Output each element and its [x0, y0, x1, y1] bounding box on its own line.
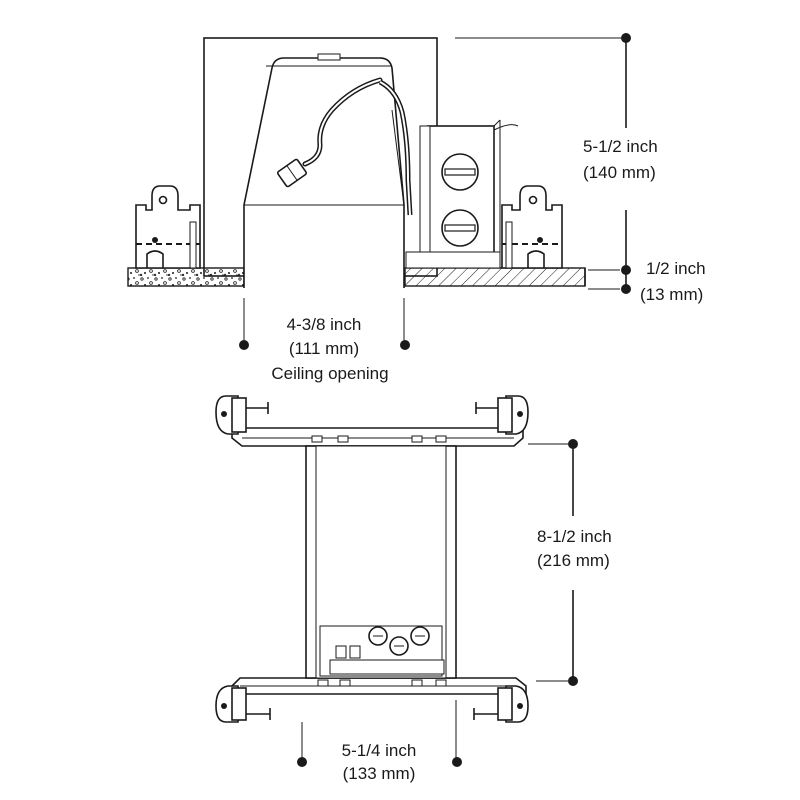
left-mounting-bracket [135, 185, 201, 269]
length-dim-line2: (216 mm) [537, 551, 610, 570]
width-dim-line2: (133 mm) [343, 764, 416, 783]
right-mounting-bracket [501, 185, 563, 269]
length-dimension: 8-1/2 inch (216 mm) [528, 439, 612, 686]
junction-box [405, 119, 519, 269]
ceiling-dim-line2: (13 mm) [640, 285, 703, 304]
knockout-screw-icon [368, 626, 388, 646]
knockout-screw-icon [441, 209, 479, 247]
opening-dim-caption: Ceiling opening [271, 364, 388, 383]
height-dimension: 5-1/2 inch (140 mm) [455, 33, 658, 275]
wire-connector-icon [276, 158, 308, 188]
length-dim-line1: 8-1/2 inch [537, 527, 612, 546]
terminal-block-icon [335, 645, 361, 659]
bottom-mounting-bar [231, 677, 527, 695]
clip-bottom-left [215, 685, 271, 723]
housing [243, 53, 405, 288]
width-dim-line1: 5-1/4 inch [342, 741, 417, 760]
ceiling-opening-dimension: 4-3/8 inch (111 mm) Ceiling opening [239, 298, 410, 383]
wire-and-connector [276, 77, 413, 216]
housing-top-view [305, 445, 457, 679]
ceiling-right [404, 267, 586, 287]
opening-dim-line2: (111 mm) [289, 339, 359, 358]
opening-dim-line1: 4-3/8 inch [287, 315, 362, 334]
height-dim-line2: (140 mm) [583, 163, 656, 182]
ceiling-left [127, 267, 245, 287]
clip-top-right [475, 395, 529, 435]
width-dimension: 5-1/4 inch (133 mm) [297, 700, 462, 783]
height-dim-line1: 5-1/2 inch [583, 137, 658, 156]
knockout-screw-icon [389, 636, 409, 656]
clip-top-left [215, 395, 269, 435]
top-mounting-bar [231, 427, 524, 447]
knockout-screw-icon [410, 626, 430, 646]
ceiling-thickness-dimension: 1/2 inch (13 mm) [588, 259, 706, 304]
clip-bottom-right [473, 685, 529, 723]
ceiling-dim-line1: 1/2 inch [646, 259, 706, 278]
knockout-screw-icon [441, 153, 479, 191]
top-view: 8-1/2 inch (216 mm) 5-1/4 inch (133 mm) [215, 395, 612, 783]
side-view: 5-1/2 inch (140 mm) 1/2 inch (13 mm) 4-3… [127, 33, 706, 383]
